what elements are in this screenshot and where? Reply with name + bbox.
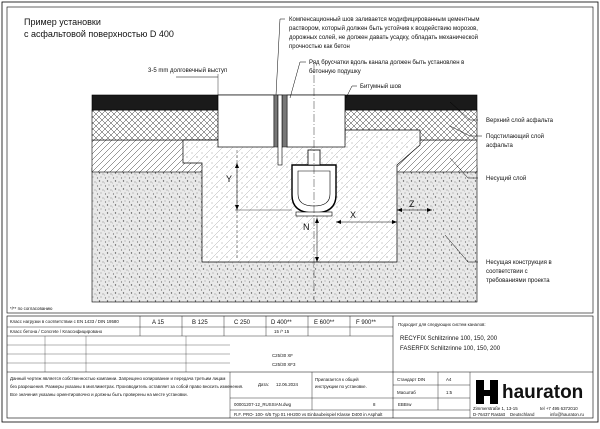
reference-line: R.F. PRO- 100- 6/5 Тур 01 НН200 vs Einba…: [234, 412, 383, 417]
filename: 00001207-12_RUSSIAN.dwg: [234, 402, 292, 407]
dim-z-label: Z: [409, 199, 415, 209]
joint-note-line1: Компенсационный шов заливается модифицир…: [289, 16, 480, 23]
asphalt-top-label: Верхний слой асфальта: [486, 117, 554, 124]
note-line-1: Данный чертеж является собственностью ко…: [10, 376, 225, 381]
channel-slot: [277, 94, 283, 166]
dim-y-arrow-top: [235, 163, 239, 168]
standard-value: A4: [446, 377, 452, 382]
base-label: Несущий слой: [486, 175, 526, 182]
suitable-label: Подходит для следующих систем каналов:: [398, 322, 486, 327]
leader-paver: [289, 61, 306, 99]
standard-label: Стандарт DIN: [397, 377, 425, 382]
system-recyfix: RECYFIX Schlitzrinne 100, 150, 200: [400, 336, 498, 342]
load-class-a15: A 15: [152, 320, 165, 326]
binder-label-line2: асфальта: [486, 143, 513, 149]
leader-binder: [449, 125, 482, 137]
joint-note-line2: раствором, который должен быть устойчив …: [289, 25, 478, 32]
address-3: Deutschland: [510, 412, 535, 417]
dim-n-label: N: [303, 222, 310, 232]
dim-n-arrow-top: [315, 218, 319, 223]
hauraton-logo: hauraton: [476, 380, 583, 404]
leader-base: [449, 157, 478, 179]
logo-text: hauraton: [502, 382, 583, 403]
drawing-frame: [6, 6, 594, 314]
language-code: EBBrw: [398, 402, 412, 407]
scale-label: Масштаб: [397, 390, 416, 395]
leader-bitumen: [345, 85, 357, 99]
load-class-f900: F 900**: [356, 320, 377, 326]
concrete-class-2: C25/30 XF3: [272, 362, 296, 367]
dim-n-arrow-bottom: [315, 257, 319, 262]
concrete-row-label: Класс бетона / Concrete / Классифицирова…: [10, 329, 103, 334]
leader-joint: [275, 18, 285, 96]
dim-x-arrow-right: [392, 220, 397, 224]
paver-joint-right: [281, 94, 288, 148]
paver-joint-left: [273, 94, 279, 148]
doc-note-1: Прилагается к общей: [315, 377, 359, 382]
binder-label-line1: Подстилающий слой: [486, 133, 544, 140]
joint-note-line4: прочностью как бетон: [289, 44, 350, 50]
address-1: Zimmerstraße 1, 13-15: [473, 406, 518, 411]
sheet-number: 8: [373, 402, 376, 407]
drawing-title-line1: Пример установки: [24, 17, 101, 27]
dim-x-label: X: [350, 210, 356, 220]
doc-note-2: инструкции по установке.: [315, 384, 367, 389]
date-label: Дата:: [258, 382, 269, 387]
dim-y-arrow-bottom: [235, 205, 239, 210]
load-class-e600: E 600**: [314, 320, 335, 326]
logo-mark-icon: [476, 380, 498, 404]
title-block-frame: [6, 315, 594, 419]
dim-x-arrow-left: [336, 220, 341, 224]
dim-z-arrow-right: [427, 208, 432, 212]
leader-asphalt-top: [449, 101, 478, 121]
joint-note-line3: дорожных солей, не должен давать усадку,…: [289, 34, 478, 41]
phone: tel +7 495 6372010: [540, 406, 578, 411]
paver-note-line1: Ряд брусчатки вдоль канала должен быть у…: [309, 60, 464, 66]
dim-y-label: Y: [226, 174, 232, 184]
leader-subgrade: [444, 234, 478, 263]
load-class-c250: C 250: [234, 320, 251, 326]
x-values: 15 /* 15: [274, 329, 290, 334]
load-class-d400: D 400**: [271, 320, 292, 326]
overhang-label: 3-5 mm долговечный выступ: [148, 67, 227, 74]
note-line-2: без разрешения. Размеры указаны в миллим…: [10, 384, 243, 389]
scale-value: 1:5: [446, 390, 453, 395]
bitumen-label: Битумный шов: [360, 83, 401, 90]
footnote: */** по согласованию: [10, 306, 53, 311]
load-class-b125: B 125: [192, 320, 208, 326]
address-2: D-76437 Rastatt: [473, 412, 506, 417]
load-class-row-label: Класс нагрузки в соответствии с EN 1433 …: [10, 319, 119, 324]
paver-note-line2: бетонную подушку: [309, 69, 361, 75]
title-block: Класс нагрузки в соответствии с EN 1433 …: [6, 315, 594, 419]
subgrade-label-line2: соответствии с: [486, 269, 528, 275]
paver-block-right: [286, 94, 346, 148]
date-value: 12.06.2024: [276, 382, 299, 387]
concrete-class-1: C25/30 XF: [272, 353, 293, 358]
system-faserfix: FASERFIX Schlitzrinne 100, 150, 200: [400, 346, 501, 352]
paver-block-left: [217, 94, 275, 148]
dim-z-arrow-left: [397, 208, 402, 212]
subgrade-label-line1: Несущая конструкция в: [486, 260, 552, 266]
drawing-title-line2: с асфальтовой поверхностью D 400: [24, 29, 174, 39]
email: info@hauraton.ru: [550, 412, 585, 417]
subgrade-label-line3: требованиями проекта: [486, 278, 550, 284]
note-line-3: Все значения указаны ориентировочно и до…: [10, 392, 188, 397]
